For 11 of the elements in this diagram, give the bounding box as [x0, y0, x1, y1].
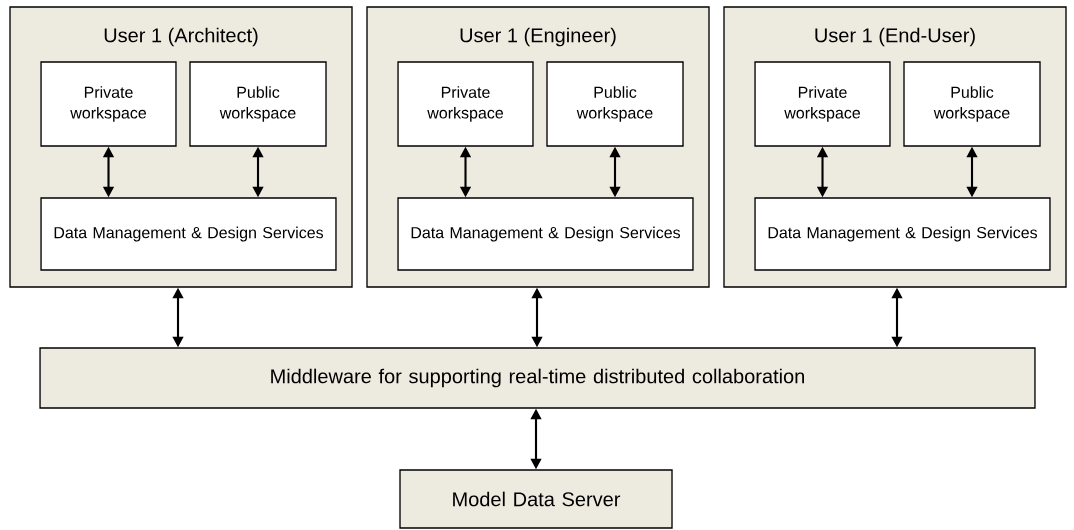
- workspace-box: Public workspace: [189, 61, 327, 147]
- workspace-box: Data Management & Design Services: [754, 197, 1051, 271]
- workspace-box: Public workspace: [546, 61, 684, 147]
- process-box: Model Data Server: [399, 469, 673, 529]
- workspace-box: Public workspace: [903, 61, 1041, 147]
- workspace-box: Data Management & Design Services: [40, 197, 337, 271]
- workspace-box: Data Management & Design Services: [397, 197, 694, 271]
- workspace-box: Private workspace: [397, 61, 534, 147]
- workspace-box: Private workspace: [754, 61, 891, 147]
- process-box: Middleware for supporting real-time distributed collaboration: [39, 347, 1036, 409]
- workspace-box: Private workspace: [40, 61, 177, 147]
